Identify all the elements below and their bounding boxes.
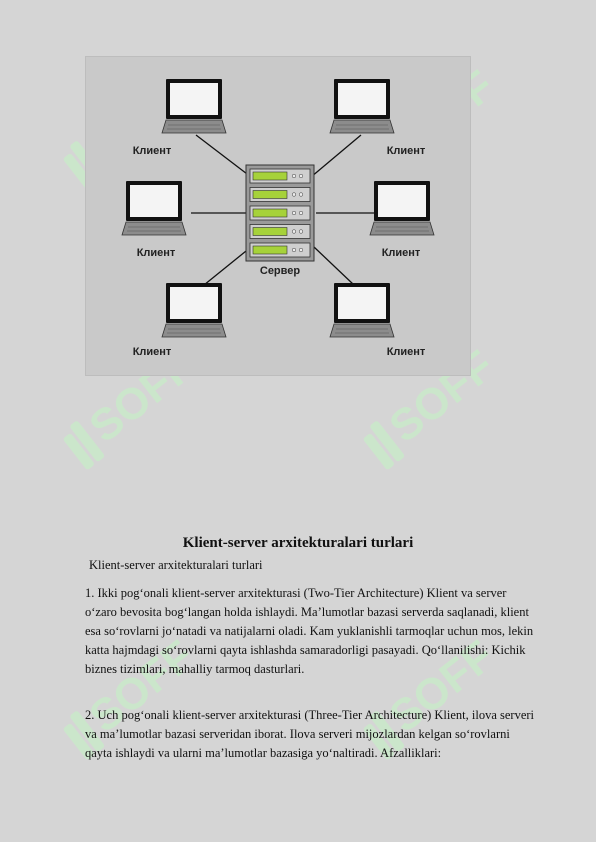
client-label: Клиент (387, 346, 426, 358)
client-label: Клиент (382, 247, 421, 259)
server-label: Сервер (260, 265, 301, 277)
paragraph-three-tier: 2. Uch pog‘onali klient-server arxitektu… (85, 708, 535, 760)
link-line (313, 246, 355, 286)
section-subheading: Klient-server arxitekturalari turlari (89, 558, 263, 572)
client-laptop-icon: Клиент (329, 283, 426, 358)
section-heading: Klient-server arxitekturalari turlari (182, 535, 414, 551)
client-label: Клиент (137, 247, 176, 259)
link-line (195, 134, 252, 178)
client-laptop-icon: Клиент (329, 79, 426, 157)
client-laptop-icon: Клиент (369, 181, 435, 259)
paragraph-two-tier: 1. Ikki pog‘onali klient-server arxitekt… (85, 586, 534, 676)
server-icon (245, 164, 315, 262)
link-line (310, 134, 362, 178)
client-laptop-icon: Клиент (133, 79, 227, 157)
client-label: Клиент (133, 145, 172, 157)
client-label: Клиент (133, 346, 172, 358)
link-line (203, 246, 252, 286)
client-laptop-icon: Клиент (133, 283, 227, 358)
client-laptop-icon: Клиент (121, 181, 187, 259)
client-label: Клиент (387, 145, 426, 157)
